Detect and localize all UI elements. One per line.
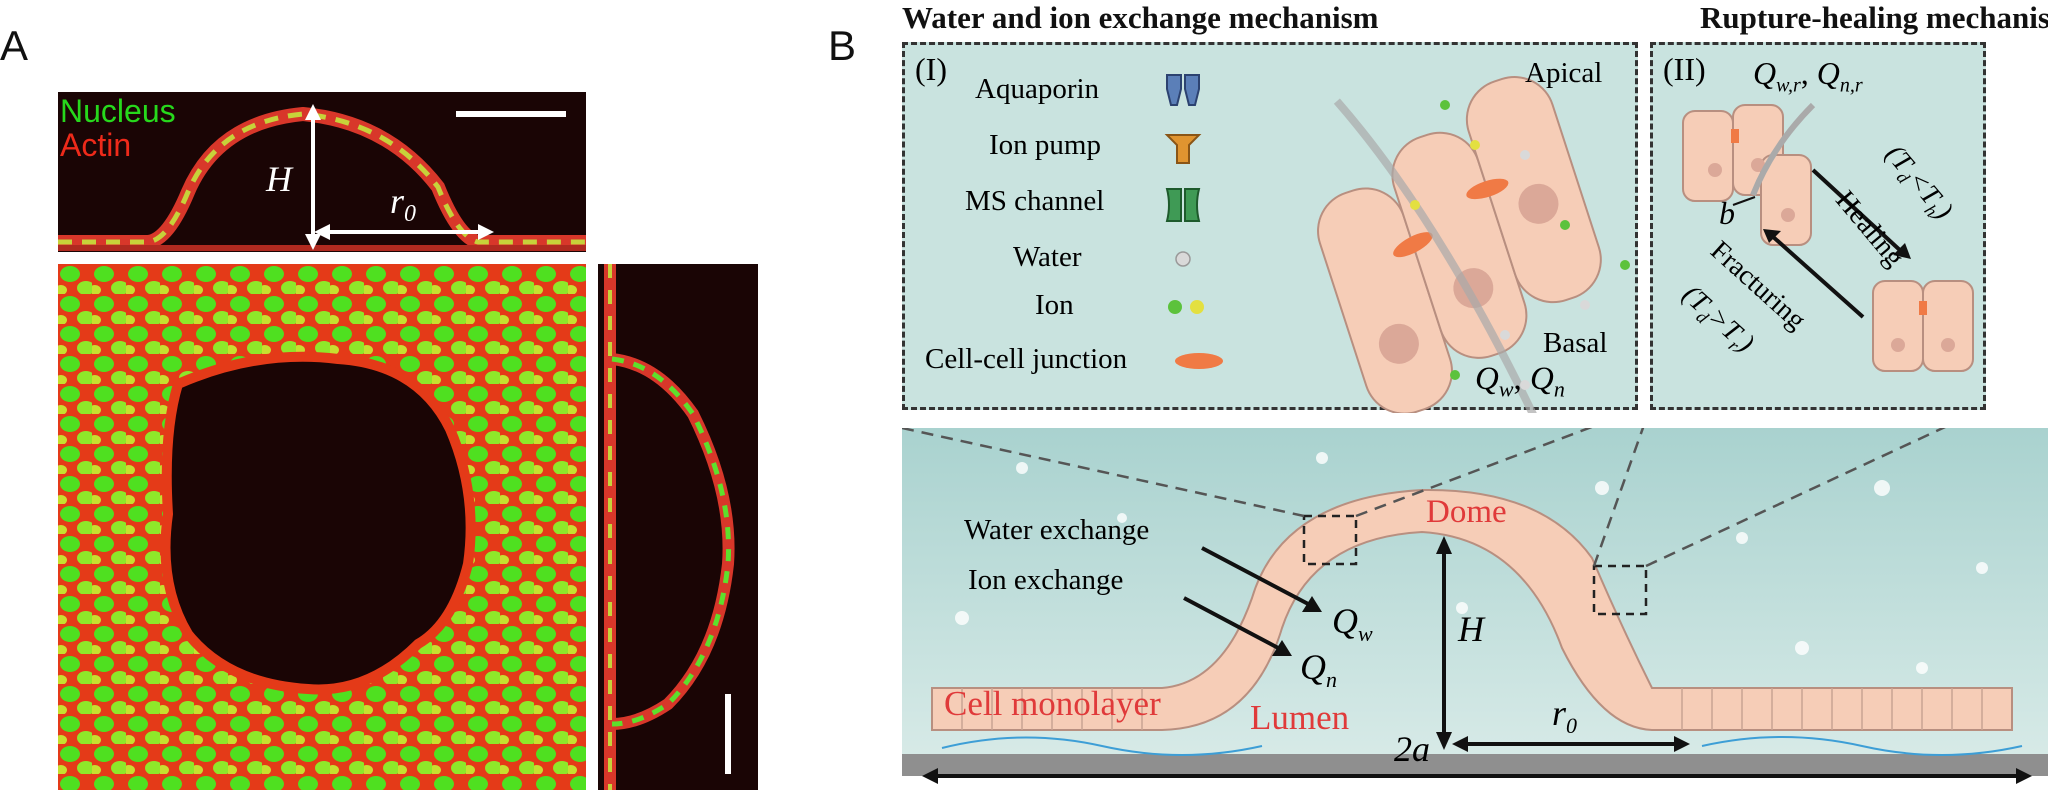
dome-r0-symbol: r: [1552, 693, 1567, 733]
comma: ,: [1513, 361, 1522, 397]
qwr-symbol: Q: [1753, 55, 1777, 91]
lumen-label: Lumen: [1250, 698, 1350, 737]
qw-symbol: Q: [1475, 361, 1499, 397]
qwr-subscript: w,r: [1776, 74, 1801, 97]
qnr-symbol: Q: [1816, 55, 1840, 91]
cell-monolayer: [931, 488, 2013, 731]
dome-drawing: [901, 406, 2048, 784]
dome-diagram: Dome Water exchange Ion exchange Qw Qn H…: [901, 406, 2048, 790]
fracturing-arrow: [1769, 233, 1865, 319]
junction-icon: [1175, 353, 1223, 369]
ion-icon: [1168, 300, 1204, 314]
aquaporin-icon: [1166, 74, 1200, 106]
fractured-cells: [1682, 102, 1816, 246]
legend-aquaporin: Aquaporin: [975, 73, 1100, 105]
basal-label: Basal: [1543, 327, 1608, 359]
box-II: (II) Qw,r, Qn,r b Healing (Td<Th) Fr: [1650, 42, 1986, 410]
dome-qn-symbol: Q: [1300, 647, 1326, 687]
water-icon: [1175, 251, 1191, 267]
legend-water: Water: [1013, 241, 1082, 273]
legend-junction: Cell-cell junction: [925, 343, 1128, 375]
dome-qn-subscript: n: [1326, 667, 1337, 693]
box-I-label: (I): [915, 51, 947, 87]
ms-channel-icon: [1165, 188, 1201, 222]
dome-2a-label: 2a: [1394, 729, 1430, 769]
legend-nucleus: Nucleus: [60, 93, 176, 129]
b-label: b: [1719, 195, 1735, 231]
qnr-subscript: n,r: [1839, 74, 1863, 97]
dome-qw-symbol: Q: [1332, 601, 1358, 641]
legend-ion-pump: Ion pump: [989, 129, 1101, 161]
cell-monolayer-label: Cell monolayer: [944, 684, 1161, 723]
dome-qw-label: Qw: [1332, 600, 1373, 647]
title-rupture-healing: Rupture-healing mechanism: [1700, 0, 2048, 35]
comma: ,: [1800, 55, 1809, 91]
xz-section-image: Nucleus Actin H r0: [58, 92, 586, 252]
box-II-label: (II): [1663, 51, 1706, 87]
dome-qw-subscript: w: [1358, 621, 1373, 647]
ion-pump-icon: [1164, 134, 1202, 164]
title-water-ion: Water and ion exchange mechanism: [902, 0, 1379, 35]
box-II-flux-label: Qw,r, Qn,r: [1753, 55, 1863, 97]
dome-qn-label: Qn: [1300, 646, 1337, 693]
panel-b-letter: B: [828, 22, 857, 69]
dome-label: Dome: [1426, 494, 1507, 530]
qn-subscript: n: [1553, 376, 1565, 402]
xz-section-drawing: [58, 92, 586, 252]
dome-h-label: H: [1458, 609, 1484, 649]
dome-r0-subscript: 0: [1566, 713, 1578, 739]
healing-arrow: [1811, 168, 1905, 255]
xy-topview-image: [58, 264, 586, 790]
box-I-flux-label: Qw, Qn: [1475, 361, 1565, 403]
xz-label-r0: r0: [390, 180, 416, 228]
cell-cluster: [1317, 76, 1630, 413]
legend-actin: Actin: [60, 127, 132, 163]
r0-symbol: r: [390, 181, 405, 221]
rupture-healing-drawing: [1682, 102, 1974, 372]
ion-exchange-label: Ion exchange: [968, 564, 1124, 596]
water-exchange-label: Water exchange: [964, 514, 1150, 546]
legend-ms-channel: MS channel: [965, 185, 1105, 217]
yz-section-image: [598, 264, 758, 790]
healed-cells: [1872, 280, 1974, 372]
apical-label: Apical: [1525, 57, 1603, 89]
r0-subscript: 0: [404, 201, 417, 228]
legend-icons: [1164, 74, 1630, 413]
xy-topview-drawing: [58, 264, 586, 790]
legend-ion: Ion: [1035, 289, 1074, 321]
qn-symbol: Q: [1530, 361, 1554, 397]
yz-section-drawing: [598, 264, 758, 790]
xz-label-h: H: [266, 159, 292, 199]
dome-r0-label: r0: [1552, 692, 1577, 739]
qw-subscript: w: [1498, 376, 1514, 402]
panel-a-letter: A: [0, 22, 29, 69]
box-I: (I) Aquaporin Ion pump MS channel Water …: [902, 42, 1638, 413]
